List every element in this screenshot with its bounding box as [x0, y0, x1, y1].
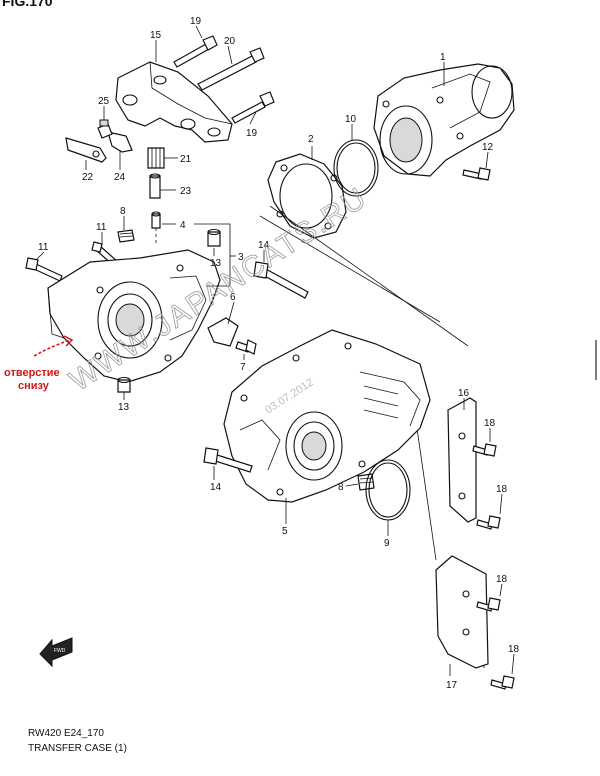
gasket-2	[267, 153, 347, 239]
dowel-13-upper	[207, 228, 221, 247]
bolt-18-a	[472, 443, 497, 457]
annotation-line-2: снизу	[18, 380, 50, 392]
pin-23	[149, 173, 161, 199]
callout-6: 6	[230, 292, 236, 303]
callout-11-b: 11	[38, 242, 49, 253]
extension-case-1	[373, 63, 515, 177]
transfer-case-main	[223, 329, 431, 503]
callout-13-lower: 13	[118, 402, 130, 413]
callout-20: 20	[224, 36, 236, 47]
callout-9: 9	[384, 538, 390, 549]
bolt-18-d	[490, 675, 515, 690]
callout-19-top: 19	[190, 16, 202, 27]
bolt-11-b	[25, 257, 63, 282]
callout-11-a: 11	[96, 222, 107, 233]
callout-18-a: 18	[484, 418, 496, 429]
callout-25: 25	[98, 96, 110, 107]
mounting-bracket	[115, 61, 233, 143]
bracket-22	[65, 137, 107, 163]
callout-21: 21	[180, 154, 192, 165]
bolt-12	[462, 167, 491, 181]
callout-18-d: 18	[508, 644, 520, 655]
transfer-case-front	[47, 249, 221, 383]
footer-title: TRANSFER CASE (1)	[28, 743, 127, 754]
guard-17	[435, 555, 489, 669]
cover-16	[447, 397, 477, 523]
bolt-14-lower	[203, 447, 253, 473]
dowel-13-lower	[117, 376, 131, 393]
callout-3: 3	[238, 252, 244, 263]
callout-4: 4	[180, 220, 186, 231]
hole-annotation: отверстие снизу	[4, 335, 74, 392]
callout-24: 24	[114, 172, 126, 183]
callouts: 1 2 3 4 5 6 7 8 8 9 10 11 11 12 13 13 14	[35, 16, 520, 691]
bolt-18-c	[476, 597, 501, 612]
bolt-19-lower	[231, 91, 275, 124]
bolt-7	[235, 339, 257, 355]
bolt-14-upper	[253, 261, 309, 299]
callout-8-lower: 8	[338, 482, 344, 493]
sleeve-21	[147, 147, 165, 169]
callout-18-b: 18	[496, 484, 508, 495]
callout-5: 5	[282, 526, 288, 537]
fwd-arrow-icon: FWD	[39, 637, 73, 668]
sensor-4	[151, 211, 161, 246]
gutter-6	[207, 317, 239, 347]
callout-14-lower: 14	[210, 482, 222, 493]
callout-23: 23	[180, 186, 192, 197]
callout-10: 10	[345, 114, 357, 125]
callout-19-lower: 19	[246, 128, 258, 139]
plug-8-top	[117, 229, 135, 243]
callout-8-top: 8	[120, 206, 126, 217]
callout-1: 1	[440, 52, 446, 63]
clip-24	[107, 131, 133, 153]
fwd-label: FWD	[54, 648, 66, 654]
callout-7: 7	[240, 362, 246, 373]
o-ring-9	[365, 459, 411, 521]
bolt-18-b	[476, 515, 501, 530]
bracket-line-3	[194, 223, 231, 287]
callout-17: 17	[446, 680, 458, 691]
callout-14-upper: 14	[258, 240, 270, 251]
callout-13-upper: 13	[210, 258, 222, 269]
annotation-line-1: отверстие	[4, 367, 60, 379]
callout-22: 22	[82, 172, 94, 183]
bolt-19-top	[173, 35, 218, 68]
callout-16: 16	[458, 388, 470, 399]
callout-15: 15	[150, 30, 162, 41]
callout-2: 2	[308, 134, 314, 145]
bolt-25	[97, 119, 113, 139]
bolt-20	[197, 47, 265, 91]
footer-code: RW420 E24_170	[28, 728, 104, 739]
figure-label: FIG.170	[2, 0, 53, 9]
callout-12: 12	[482, 142, 494, 153]
callout-18-c: 18	[496, 574, 508, 585]
o-ring-10	[333, 139, 379, 197]
